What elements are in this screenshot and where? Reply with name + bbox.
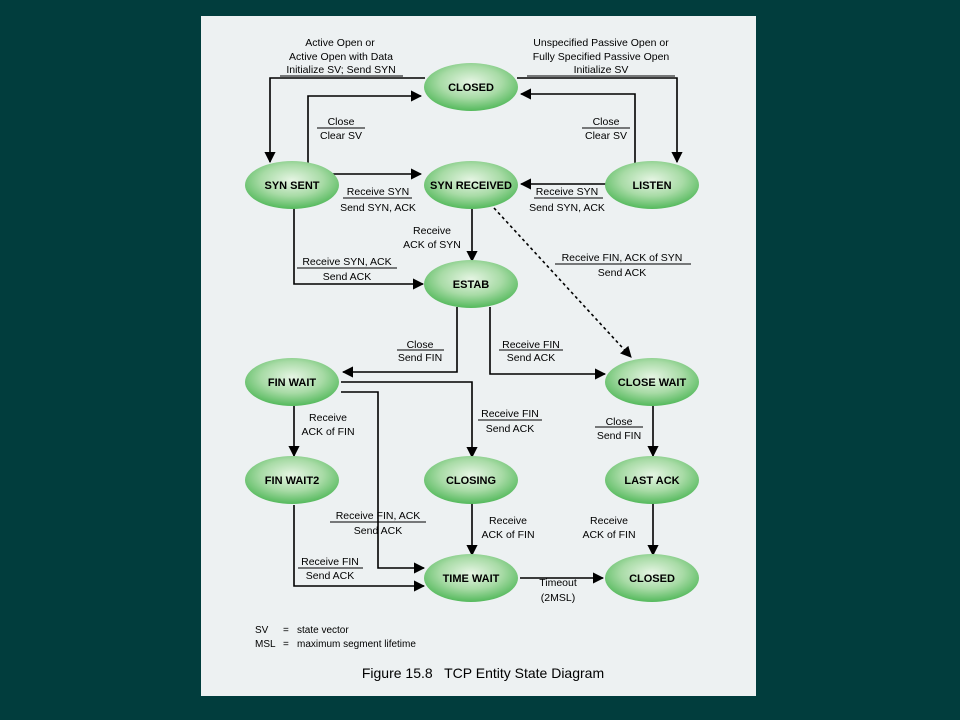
label-close-listen-1: Close (593, 116, 620, 128)
label-closewait-lastack-1: Close (606, 416, 633, 428)
edge-synsent-estab (293, 208, 425, 290)
legend-sv-eq: = (283, 625, 289, 636)
label-active-open-2: Active Open with Data (289, 51, 393, 63)
label-finwait-closing-1: Receive FIN (481, 408, 539, 420)
edge-close-synsent (307, 90, 423, 163)
label-timeout-2: (2MSL) (541, 592, 575, 604)
label-synsent-estab-1: Receive SYN, ACK (302, 256, 391, 268)
label-synsent-estab-2: Send ACK (323, 271, 371, 283)
edge-finwait-timewait (341, 391, 426, 574)
label-closewait-lastack-2: Send FIN (597, 430, 641, 442)
label-estab-closewait-2: Send ACK (507, 352, 555, 364)
label-lastack-closed-2: ACK of FIN (582, 529, 635, 541)
edge-estab-finwait (341, 307, 458, 378)
label-finwait-finwait2-2: ACK of FIN (301, 426, 354, 438)
edge-active-open (264, 77, 425, 164)
label-underlines (280, 75, 691, 569)
label-passive-open-3: Initialize SV (574, 64, 629, 76)
label-close-synsent-1: Close (328, 116, 355, 128)
state-estab: ESTAB (424, 260, 518, 308)
edge-estab-closewait (489, 307, 607, 380)
state-syn-received: SYN RECEIVED (424, 161, 518, 209)
state-close-wait: CLOSE WAIT (605, 358, 699, 406)
label-estab-finwait-1: Close (407, 339, 434, 351)
edge-passive-open (517, 77, 683, 164)
label-synrcvd-estab-2: ACK of SYN (403, 239, 461, 251)
legend-msl-eq: = (283, 639, 289, 650)
edge-finwait2-timewait (293, 505, 426, 592)
label-timeout-1: Timeout (539, 577, 577, 589)
label-listen-synrcvd-1: Receive SYN (536, 186, 598, 198)
label-estab-finwait-2: Send FIN (398, 352, 442, 364)
legend-msl-abbr: MSL (255, 639, 276, 650)
label-close-synsent-2: Clear SV (320, 130, 362, 142)
state-closing-label: CLOSING (446, 475, 496, 487)
label-synsent-synrcvd-2: Send SYN, ACK (340, 202, 416, 214)
legend-sv-abbr: SV (255, 625, 269, 636)
label-lastack-closed-1: Receive (590, 515, 628, 527)
state-closed-top: CLOSED (424, 63, 518, 111)
state-last-ack: LAST ACK (605, 456, 699, 504)
label-closing-timewait-1: Receive (489, 515, 527, 527)
state-time-wait: TIME WAIT (424, 554, 518, 602)
label-synrcvd-closewait-2: Send ACK (598, 267, 646, 279)
label-passive-open-2: Fully Specified Passive Open (533, 51, 670, 63)
label-finwait-finwait2-1: Receive (309, 412, 347, 424)
edge-close-listen (519, 88, 636, 163)
state-fin-wait2-label: FIN WAIT2 (265, 475, 319, 487)
state-closing: CLOSING (424, 456, 518, 504)
label-passive-open-1: Unspecified Passive Open or (533, 37, 669, 49)
label-synrcvd-estab-1: Receive (413, 225, 451, 237)
legend: SV = state vector MSL = maximum segment … (255, 625, 416, 650)
state-estab-label: ESTAB (453, 279, 490, 291)
figure-caption: Figure 15.8 TCP Entity State Diagram (362, 665, 604, 681)
label-close-listen-2: Clear SV (585, 130, 627, 142)
state-last-ack-label: LAST ACK (624, 475, 679, 487)
label-synsent-synrcvd-1: Receive SYN (347, 186, 409, 198)
edge-synrcvd-closewait (493, 207, 632, 358)
state-closed-bottom: CLOSED (605, 554, 699, 602)
edge-finwait-closing (341, 381, 478, 459)
label-listen-synrcvd-2: Send SYN, ACK (529, 202, 605, 214)
state-closed-bottom-label: CLOSED (629, 573, 675, 585)
state-closed-top-label: CLOSED (448, 82, 494, 94)
legend-sv-def: state vector (297, 625, 349, 636)
state-syn-sent-label: SYN SENT (264, 180, 319, 192)
state-listen-label: LISTEN (632, 180, 671, 192)
label-finwait2-timewait-2: Send ACK (306, 570, 354, 582)
state-fin-wait-label: FIN WAIT (268, 377, 317, 389)
state-syn-received-label: SYN RECEIVED (430, 180, 512, 192)
label-finwait-timewait-2: Send ACK (354, 525, 402, 537)
state-close-wait-label: CLOSE WAIT (618, 377, 687, 389)
state-syn-sent: SYN SENT (245, 161, 339, 209)
label-estab-closewait-1: Receive FIN (502, 339, 560, 351)
label-active-open-1: Active Open or (305, 37, 375, 49)
label-finwait2-timewait-1: Receive FIN (301, 556, 359, 568)
state-time-wait-label: TIME WAIT (443, 573, 500, 585)
state-fin-wait2: FIN WAIT2 (245, 456, 339, 504)
state-fin-wait: FIN WAIT (245, 358, 339, 406)
label-synrcvd-closewait-1: Receive FIN, ACK of SYN (562, 252, 683, 264)
label-closing-timewait-2: ACK of FIN (481, 529, 534, 541)
legend-msl-def: maximum segment lifetime (297, 639, 416, 650)
label-finwait-timewait-1: Receive FIN, ACK (336, 510, 421, 522)
state-listen: LISTEN (605, 161, 699, 209)
label-active-open-3: Initialize SV; Send SYN (286, 64, 395, 76)
label-finwait-closing-2: Send ACK (486, 423, 534, 435)
